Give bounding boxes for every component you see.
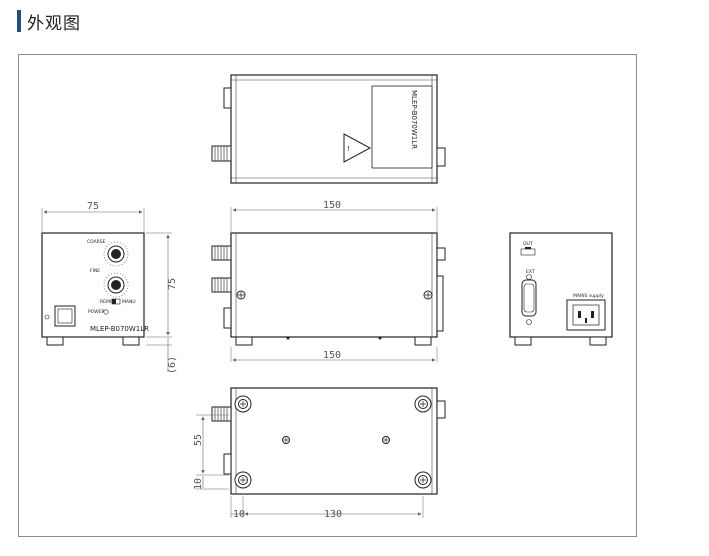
bottom-view: 55 10 10 130: [193, 387, 446, 520]
section-header: 外观图: [17, 8, 81, 34]
page-title: 外观图: [27, 13, 81, 34]
dim-bottom-130: 130: [324, 509, 342, 520]
label-remo: REMO: [100, 299, 114, 305]
label-coarse: COARSE: [87, 239, 106, 245]
svg-text:!: !: [347, 145, 350, 153]
label-out: OUT: [523, 241, 533, 247]
label-power: POWER: [88, 309, 105, 315]
front-view: 75 COARSE FINE REMO MANU POWER MLEP-B070…: [41, 201, 178, 374]
header-accent-bar: [17, 10, 21, 32]
dim-front-width: 75: [87, 201, 99, 212]
top-view: MLEP-B070W1LR !: [211, 74, 446, 184]
dim-foot-height: (6): [167, 356, 178, 374]
label-fine: FINE: [90, 268, 100, 274]
side-view: 150 150: [211, 200, 446, 362]
rear-view: OUT EXT MAINS supply: [509, 232, 613, 346]
dim-bottom-55: 55: [193, 434, 204, 446]
dim-bottom-10-vertical: 10: [193, 478, 204, 490]
dim-bottom-10-horizontal: 10: [233, 509, 245, 520]
dim-side-bottom: 150: [323, 350, 341, 361]
label-ext: EXT: [526, 269, 535, 275]
dim-front-height: 75: [167, 278, 178, 290]
drawing-frame: [18, 54, 637, 537]
front-model-label: MLEP-B070W1LR: [90, 325, 149, 333]
dim-side-top: 150: [323, 200, 341, 211]
label-manu: MANU: [122, 299, 136, 305]
label-mains: MAINS supply: [573, 293, 604, 299]
top-model-label: MLEP-B070W1LR: [410, 90, 418, 149]
